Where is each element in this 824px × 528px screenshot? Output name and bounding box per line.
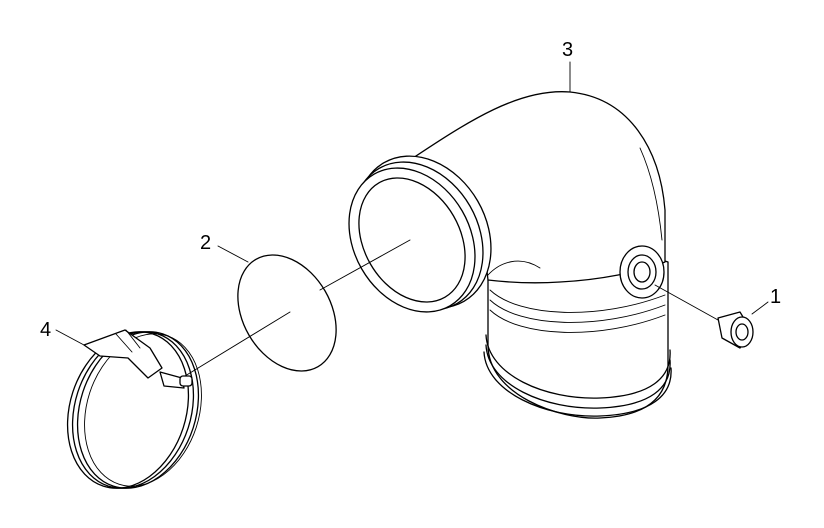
elbow-pipe-part-3 (348, 91, 672, 419)
assembly-leader-lines (55, 61, 769, 377)
plug-part-1 (717, 311, 754, 349)
callout-label-1: 1 (770, 286, 781, 308)
callout-label-2: 2 (200, 232, 211, 254)
o-ring-part-2 (237, 254, 337, 372)
callout-label-3: 3 (562, 39, 573, 61)
callout-label-4: 4 (40, 319, 51, 341)
v-band-clamp-part-4 (66, 329, 202, 489)
